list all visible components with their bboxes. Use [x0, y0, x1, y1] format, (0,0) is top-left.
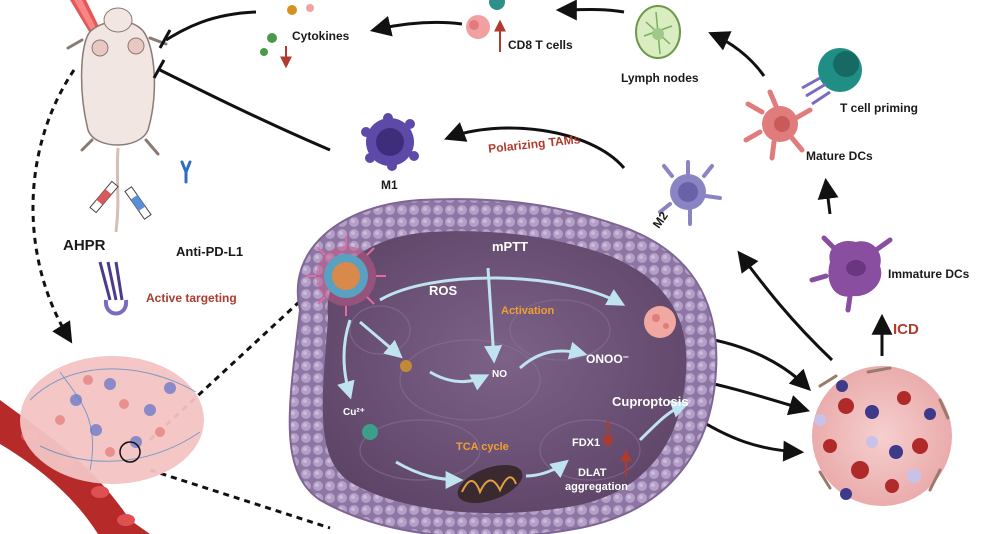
- onoo-label: ONOO⁻: [586, 352, 630, 366]
- lymph-node-icon: [635, 5, 681, 59]
- anti-pd-l1-label: Anti-PD-L1: [176, 244, 244, 259]
- no-label: NO: [492, 369, 507, 380]
- syringe-icon: [89, 180, 152, 220]
- tumor-tissue-left: [20, 356, 204, 484]
- cu-ion-label: Cu²⁺: [343, 407, 365, 418]
- dying-cell-icon: [644, 306, 676, 338]
- intracellular-arrows: [337, 267, 690, 489]
- cytokine-dots: [260, 4, 314, 69]
- aggregation-label: aggregation: [565, 481, 628, 493]
- cytokines-label: Cytokines: [292, 29, 350, 43]
- lymph-nodes-label: Lymph nodes: [621, 71, 699, 85]
- m1-label: M1: [381, 178, 398, 192]
- copper-ion-icon: [362, 424, 378, 440]
- immature-dc-icon: [809, 235, 893, 313]
- nanoparticle-icon: [306, 236, 386, 316]
- m2-macrophage-icon: [658, 160, 722, 226]
- antibody-icon: [180, 160, 192, 184]
- dendritic-cell-icon: [743, 89, 813, 161]
- tca-cycle-label: TCA cycle: [456, 441, 509, 453]
- macrophage-icon: [361, 113, 419, 171]
- mptt-label: mPTT: [492, 239, 529, 254]
- ahpr-label: AHPR: [63, 237, 106, 254]
- fdx1-label: FDX1: [572, 437, 601, 449]
- nanoparticle-core: [400, 360, 412, 372]
- cd8-t-cells-label: CD8 T cells: [508, 38, 573, 52]
- flow-arrows: [152, 0, 893, 462]
- immature-dcs-label: Immature DCs: [888, 267, 970, 281]
- t-cell-icon: [466, 0, 506, 52]
- cuproptosis-label: Cuproptosis: [612, 394, 689, 409]
- dlat-label: DLAT: [578, 467, 607, 479]
- active-targeting-icon: [98, 261, 129, 316]
- icd-label: ICD: [893, 321, 919, 338]
- t-cell-priming-icon: [801, 48, 862, 106]
- mitochondrion-icon: [457, 464, 523, 504]
- activation-label: Activation: [501, 305, 555, 317]
- active-targeting-label: Active targeting: [146, 291, 237, 305]
- ros-label: ROS: [429, 283, 458, 298]
- mature-dcs-label: Mature DCs: [806, 149, 873, 163]
- tumor-icon: [812, 366, 952, 506]
- t-cell-priming-label: T cell priming: [840, 101, 919, 115]
- mouse-icon: [66, 7, 168, 233]
- tumor-cell: [288, 198, 718, 534]
